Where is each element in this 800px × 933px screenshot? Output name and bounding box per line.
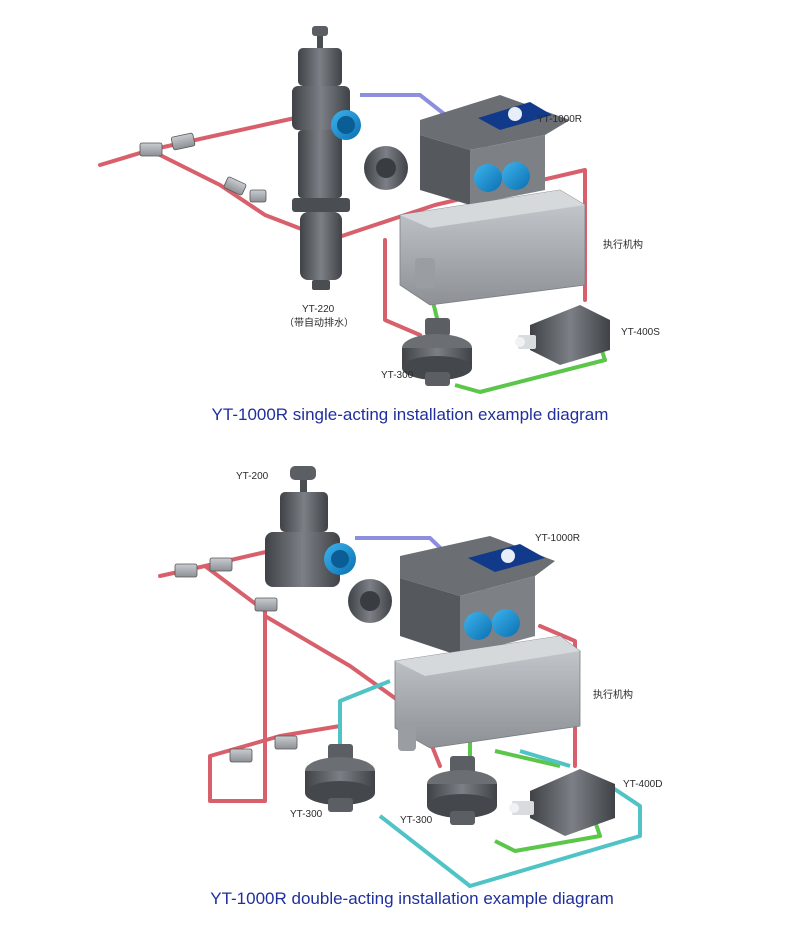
output-b-air-line: [338, 679, 642, 888]
gauge-left-icon: [474, 164, 502, 192]
label-booster-relay-right: YT-300: [400, 815, 433, 826]
gauge-right-icon: [502, 162, 530, 190]
caption-double: YT-1000R double-acting installation exam…: [210, 889, 614, 908]
gauge-left-icon: [464, 612, 492, 640]
label-actuator: 执行机构: [603, 238, 643, 251]
positioner-yt1000r: [348, 536, 555, 656]
filter-regulator-yt220: [292, 26, 361, 290]
actuator-body: [394, 635, 581, 751]
regulator-yt200: [265, 466, 356, 587]
label-actuator: 执行机构: [593, 688, 633, 701]
single-acting-svg: YT-1000R 执行机构 YT-220 （带自动排水） YT-300 YT-4…: [98, 26, 660, 424]
positioner-yt1000r: [364, 95, 570, 205]
gauge-right-icon: [492, 609, 520, 637]
lock-valve-yt400s: [515, 305, 610, 365]
label-auto-drain: （带自动排水）: [284, 316, 354, 329]
label-positioner: YT-1000R: [535, 533, 580, 544]
double-acting-svg: YT-200 YT-1000R 执行机构 YT-300 YT-300 YT-40…: [158, 466, 662, 908]
actuator-body: [399, 189, 586, 306]
booster-relay-yt300: [402, 318, 472, 386]
booster-relay-right-yt300: [427, 756, 497, 825]
caption-single: YT-1000R single-acting installation exam…: [212, 405, 609, 424]
label-lock-valve: YT-400D: [623, 779, 662, 790]
single-acting-diagram: YT-1000R 执行机构 YT-220 （带自动排水） YT-300 YT-4…: [0, 0, 800, 466]
label-regulator: YT-200: [236, 471, 269, 482]
label-booster-relay-left: YT-300: [290, 809, 323, 820]
lock-valve-yt400d: [509, 769, 615, 836]
pipe-fittings: [139, 132, 267, 203]
label-lock-valve: YT-400S: [621, 327, 660, 338]
label-filter-regulator: YT-220: [302, 304, 335, 315]
label-booster-relay: YT-300: [381, 370, 414, 381]
pipe-fittings: [174, 557, 298, 763]
label-positioner: YT-1000R: [537, 114, 582, 125]
double-acting-diagram: YT-200 YT-1000R 执行机构 YT-300 YT-300 YT-40…: [0, 466, 800, 933]
booster-relay-left-yt300: [305, 744, 375, 812]
